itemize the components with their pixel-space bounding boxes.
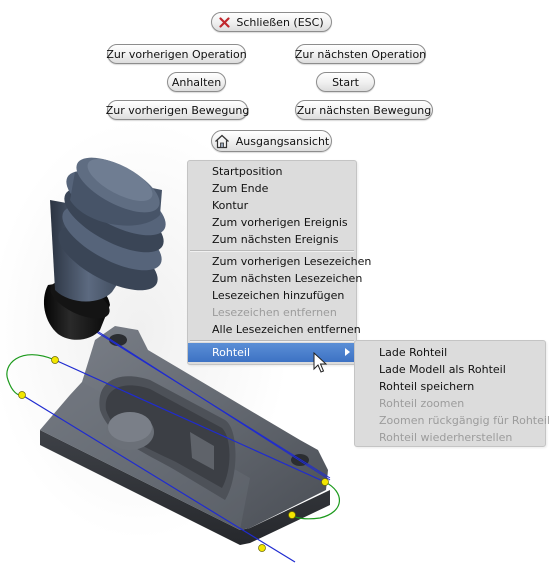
home-view-button[interactable]: Ausgangsansicht: [211, 130, 332, 152]
menu-separator: [190, 250, 354, 252]
next-move-label: Zur nächsten Bewegung: [296, 103, 432, 117]
menu-item-stock-label: Rohteil: [212, 346, 251, 359]
start-button[interactable]: Start: [316, 72, 375, 92]
submenu-item-load-stock[interactable]: Lade Rohteil: [379, 346, 448, 359]
home-view-label: Ausgangsansicht: [235, 134, 330, 148]
submenu-item-save-stock[interactable]: Rohteil speichern: [379, 380, 475, 393]
menu-item-prev-bookmark[interactable]: Zum vorherigen Lesezeichen: [212, 255, 372, 268]
menu-item-next-event[interactable]: Zum nächsten Ereignis: [212, 233, 339, 246]
close-button[interactable]: Schließen (ESC): [211, 12, 332, 32]
workpiece-part: [40, 326, 330, 545]
prev-move-button[interactable]: Zur vorherigen Bewegung: [105, 100, 250, 120]
start-label: Start: [332, 75, 359, 89]
submenu-item-load-model-as-stock[interactable]: Lade Modell als Rohteil: [379, 363, 506, 376]
menu-separator: [190, 340, 354, 342]
close-x-icon: [219, 16, 230, 28]
menu-item-next-bookmark[interactable]: Zum nächsten Lesezeichen: [212, 272, 363, 285]
menu-item-prev-event[interactable]: Zum vorherigen Ereignis: [212, 216, 348, 229]
chevron-right-icon: [345, 348, 350, 356]
menu-item-stock[interactable]: Rohteil: [188, 343, 356, 362]
cutting-tool: [43, 157, 166, 340]
next-move-button[interactable]: Zur nächsten Bewegung: [295, 100, 433, 120]
home-icon: [214, 134, 230, 149]
mouse-pointer-icon: [313, 352, 327, 373]
menu-item-contour[interactable]: Kontur: [212, 199, 249, 212]
menu-item-start-position[interactable]: Startposition: [212, 165, 283, 178]
prev-operation-button[interactable]: Zur vorherigen Operation: [106, 44, 247, 64]
menu-item-add-bookmark[interactable]: Lesezeichen hinzufügen: [212, 289, 345, 302]
submenu-item-zoom-stock: Rohteil zoomen: [379, 397, 465, 410]
menu-item-to-end[interactable]: Zum Ende: [212, 182, 269, 195]
submenu-item-restore-stock: Rohteil wiederherstellen: [379, 431, 513, 444]
next-operation-label: Zur nächsten Operation: [294, 47, 427, 61]
toolpath: [6, 319, 340, 563]
pause-label: Anhalten: [171, 75, 222, 89]
menu-item-remove-all-bookmarks[interactable]: Alle Lesezeichen entfernen: [212, 323, 361, 336]
submenu-item-undo-zoom-stock: Zoomen rückgängig für Rohteil: [379, 414, 549, 427]
stock-submenu: Lade Rohteil Lade Modell als Rohteil Roh…: [354, 340, 549, 447]
menu-item-remove-bookmark: Lesezeichen entfernen: [212, 306, 337, 319]
close-button-label: Schließen (ESC): [236, 15, 324, 29]
context-menu: Startposition Zum Ende Kontur Zum vorher…: [187, 160, 372, 365]
next-operation-button[interactable]: Zur nächsten Operation: [295, 44, 426, 64]
prev-operation-label: Zur vorherigen Operation: [106, 47, 247, 61]
pause-button[interactable]: Anhalten: [167, 72, 226, 92]
prev-move-label: Zur vorherigen Bewegung: [105, 103, 250, 117]
